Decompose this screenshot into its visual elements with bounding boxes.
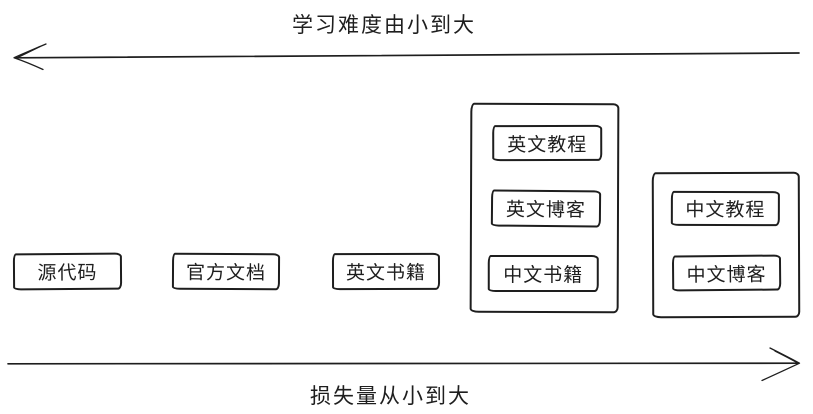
box-source-code-label: 源代码	[37, 261, 98, 285]
box-english-tutorials-label: 英文教程	[507, 133, 588, 156]
box-english-books-label: 英文书籍	[345, 261, 427, 285]
box-english-blogs: 英文博客	[490, 189, 602, 228]
box-chinese-blogs-label: 中文博客	[686, 263, 767, 286]
box-official-docs: 官方文档	[171, 252, 281, 291]
bottom-axis-label: 损失量从小到大	[310, 384, 471, 408]
difficulty-arrow-left-icon	[13, 43, 800, 71]
box-chinese-tutorials: 中文教程	[670, 190, 780, 227]
loss-arrow-right-icon	[7, 347, 801, 382]
box-english-blogs-label: 英文博客	[505, 198, 587, 222]
box-chinese-books-label: 中文书籍	[503, 263, 584, 286]
group-box-chinese-resources: 中文教程 中文博客	[651, 171, 801, 319]
group-box-english-resources: 英文教程 英文博客 中文书籍	[469, 102, 620, 314]
box-chinese-blogs: 中文博客	[671, 254, 782, 292]
box-english-books: 英文书籍	[331, 252, 441, 291]
box-chinese-books: 中文书籍	[487, 254, 599, 292]
top-axis-label: 学习难度由小到大	[292, 13, 476, 37]
box-source-code: 源代码	[12, 252, 123, 291]
box-official-docs-label: 官方文档	[185, 261, 267, 285]
box-chinese-tutorials-label: 中文教程	[685, 198, 766, 222]
box-english-tutorials: 英文教程	[492, 124, 603, 162]
